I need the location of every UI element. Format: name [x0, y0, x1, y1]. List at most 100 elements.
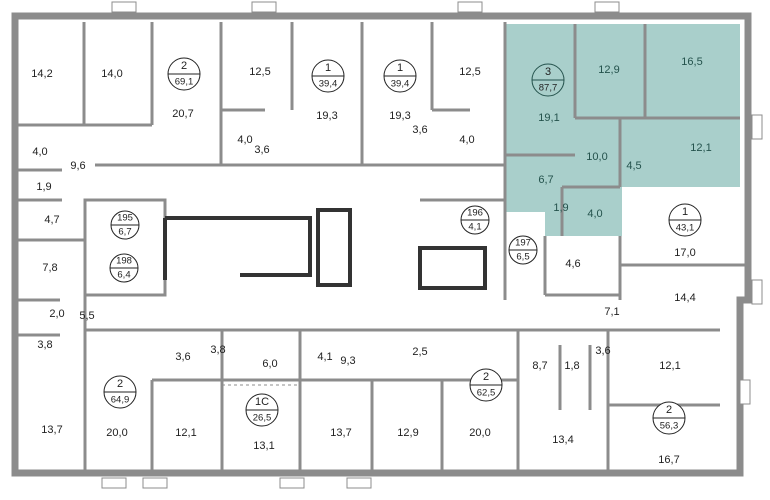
room-area: 14,0	[101, 68, 122, 80]
room-area: 13,1	[253, 440, 274, 452]
room-area: 12,1	[690, 142, 711, 154]
apartment-badge[interactable]: 1 39,4	[383, 59, 417, 93]
window-bay	[279, 477, 305, 489]
room-area: 10,0	[586, 151, 607, 163]
apartment-badge[interactable]: 1С 26,5	[245, 393, 279, 427]
room-area: 19,3	[389, 110, 410, 122]
window-bay	[594, 1, 620, 13]
room-area: 1,8	[564, 360, 579, 372]
apartment-area: 39,4	[391, 79, 410, 90]
storage-number: 196	[467, 208, 483, 219]
room-area: 4,0	[459, 134, 474, 146]
storage-area: 6,7	[118, 227, 131, 238]
apartment-rooms: 2	[666, 404, 672, 416]
storage-badge[interactable]: 198 6,4	[109, 253, 139, 283]
apartment-area: 26,5	[253, 413, 272, 424]
room-area: 4,0	[587, 208, 602, 220]
room-area: 12,1	[175, 427, 196, 439]
storage-number: 198	[116, 256, 132, 267]
room-area: 12,9	[598, 64, 619, 76]
window-bay	[739, 379, 751, 405]
apartment-area: 56,3	[660, 421, 679, 432]
storage-area: 6,4	[117, 270, 130, 281]
room-area: 17,0	[674, 247, 695, 259]
apartment-rooms: 2	[117, 378, 123, 390]
storage-badge[interactable]: 197 6,5	[508, 235, 538, 265]
room-area: 20,0	[106, 427, 127, 439]
apartment-rooms: 1	[397, 62, 403, 74]
room-area: 8,7	[532, 360, 547, 372]
storage-number: 197	[515, 238, 531, 249]
room-area: 1,9	[553, 202, 568, 214]
room-area: 19,1	[538, 112, 559, 124]
apartment-area: 64,9	[111, 395, 130, 406]
apartment-highlight[interactable]	[505, 24, 740, 236]
room-area: 13,7	[330, 427, 351, 439]
storage-number: 195	[117, 213, 133, 224]
room-area: 4,7	[44, 214, 59, 226]
apartment-badge[interactable]: 1 39,4	[311, 59, 345, 93]
room-area: 4,1	[317, 351, 332, 363]
storage-badge[interactable]: 195 6,7	[110, 210, 140, 240]
room-area: 3,6	[254, 144, 269, 156]
room-area: 3,6	[175, 351, 190, 363]
room-area: 3,8	[37, 339, 52, 351]
room-area: 19,3	[316, 110, 337, 122]
apartment-area: 69,1	[175, 77, 194, 88]
apartment-badge[interactable]: 2 64,9	[103, 375, 137, 409]
storage-badge[interactable]: 196 4,1	[460, 205, 490, 235]
apartment-rooms: 2	[181, 60, 187, 72]
room-area: 13,4	[552, 434, 573, 446]
room-area: 14,2	[31, 68, 52, 80]
room-area: 20,0	[469, 427, 490, 439]
room-area: 2,0	[49, 308, 64, 320]
room-area: 9,3	[340, 355, 355, 367]
room-area: 12,5	[249, 66, 270, 78]
interior-walls	[15, 22, 748, 473]
apartment-rooms: 1С	[255, 396, 269, 408]
room-area: 12,5	[459, 66, 480, 78]
room-area: 1,9	[36, 181, 51, 193]
apartment-badge[interactable]: 2 62,5	[469, 368, 503, 402]
room-area: 7,8	[42, 262, 57, 274]
room-area: 12,1	[659, 360, 680, 372]
apartment-rooms: 2	[483, 371, 489, 383]
room-area: 2,5	[412, 346, 427, 358]
outer-wall	[11, 12, 752, 477]
room-area: 4,0	[237, 134, 252, 146]
room-area: 6,7	[538, 174, 553, 186]
apartment-rooms: 1	[325, 62, 331, 74]
room-area: 3,6	[595, 345, 610, 357]
window-bay	[111, 1, 137, 13]
room-area: 9,6	[70, 160, 85, 172]
apartment-rooms: 3	[545, 66, 551, 78]
apartment-badge[interactable]: 1 43,1	[668, 203, 702, 237]
window-bay	[346, 477, 372, 489]
apartment-area: 39,4	[319, 79, 338, 90]
room-area: 3,6	[412, 124, 427, 136]
window-bay	[751, 279, 763, 305]
apartment-badge[interactable]: 2 56,3	[652, 401, 686, 435]
window-bay	[751, 114, 763, 140]
room-area: 5,5	[79, 310, 94, 322]
room-area: 13,7	[41, 424, 62, 436]
apartment-badge[interactable]: 2 69,1	[167, 57, 201, 91]
room-area: 16,5	[681, 56, 702, 68]
window-bay	[457, 1, 483, 13]
apartment-badge-highlighted[interactable]: 3 87,7	[531, 63, 565, 97]
window-bay	[101, 477, 127, 489]
room-area: 4,6	[565, 258, 580, 270]
storage-area: 6,5	[516, 252, 529, 263]
window-bay	[251, 1, 277, 13]
room-area: 4,0	[32, 146, 47, 158]
room-area: 14,4	[674, 292, 695, 304]
apartment-area: 87,7	[539, 83, 558, 94]
storage-area: 4,1	[468, 222, 481, 233]
apartment-rooms: 1	[682, 206, 688, 218]
apartment-area: 62,5	[477, 388, 496, 399]
room-area: 7,1	[604, 306, 619, 318]
room-area: 12,9	[397, 427, 418, 439]
room-labels: 14,2 14,0 20,7 12,5 19,3 4,0 3,6 19,3 12…	[31, 56, 711, 466]
